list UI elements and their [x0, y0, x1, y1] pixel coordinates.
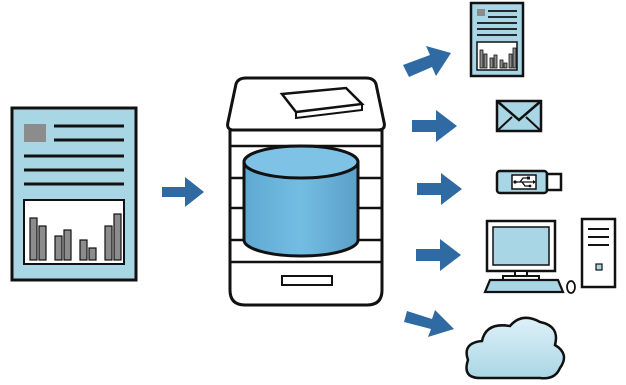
email-icon [495, 99, 543, 133]
arrow-up-right-icon [403, 46, 451, 77]
storage-cylinder-icon [242, 144, 360, 258]
arrow-right-icon [162, 177, 204, 207]
computer-icon [483, 217, 617, 294]
cloud-icon [465, 316, 566, 380]
arrow-down-right-icon [404, 310, 454, 337]
arrow-right-icon [412, 110, 457, 142]
arrow-right-icon [417, 173, 462, 205]
arrow-right-icon [416, 239, 461, 271]
scanned-document-icon [10, 106, 138, 282]
document-icon [469, 1, 525, 78]
usb-drive-icon [495, 169, 563, 195]
